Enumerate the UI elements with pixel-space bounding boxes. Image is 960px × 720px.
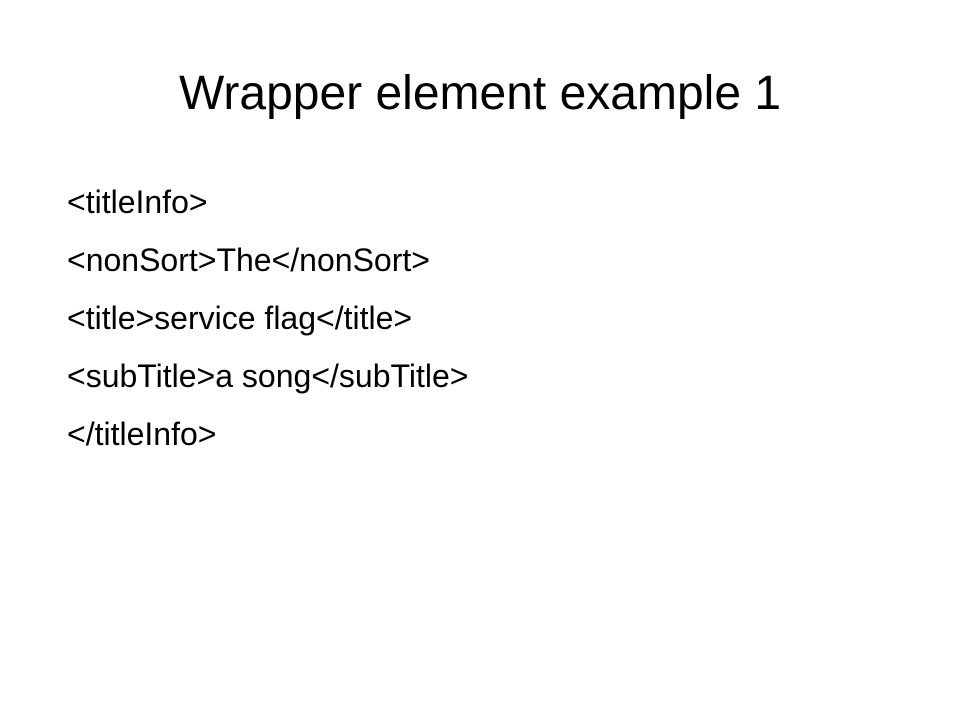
xml-line-titleinfo-open: <titleInfo> (67, 184, 208, 220)
xml-line-titleinfo-close: </titleInfo> (67, 416, 217, 452)
xml-line-title: <title>service flag</title> (67, 300, 413, 336)
slide-title: Wrapper element example 1 (178, 67, 782, 120)
xml-example: <titleInfo> <nonSort>The</nonSort> <titl… (67, 173, 468, 463)
xml-line-subtitle: <subTitle>a song</subTitle> (67, 358, 469, 394)
xml-line-nonsort: <nonSort>The</nonSort> (67, 242, 430, 278)
